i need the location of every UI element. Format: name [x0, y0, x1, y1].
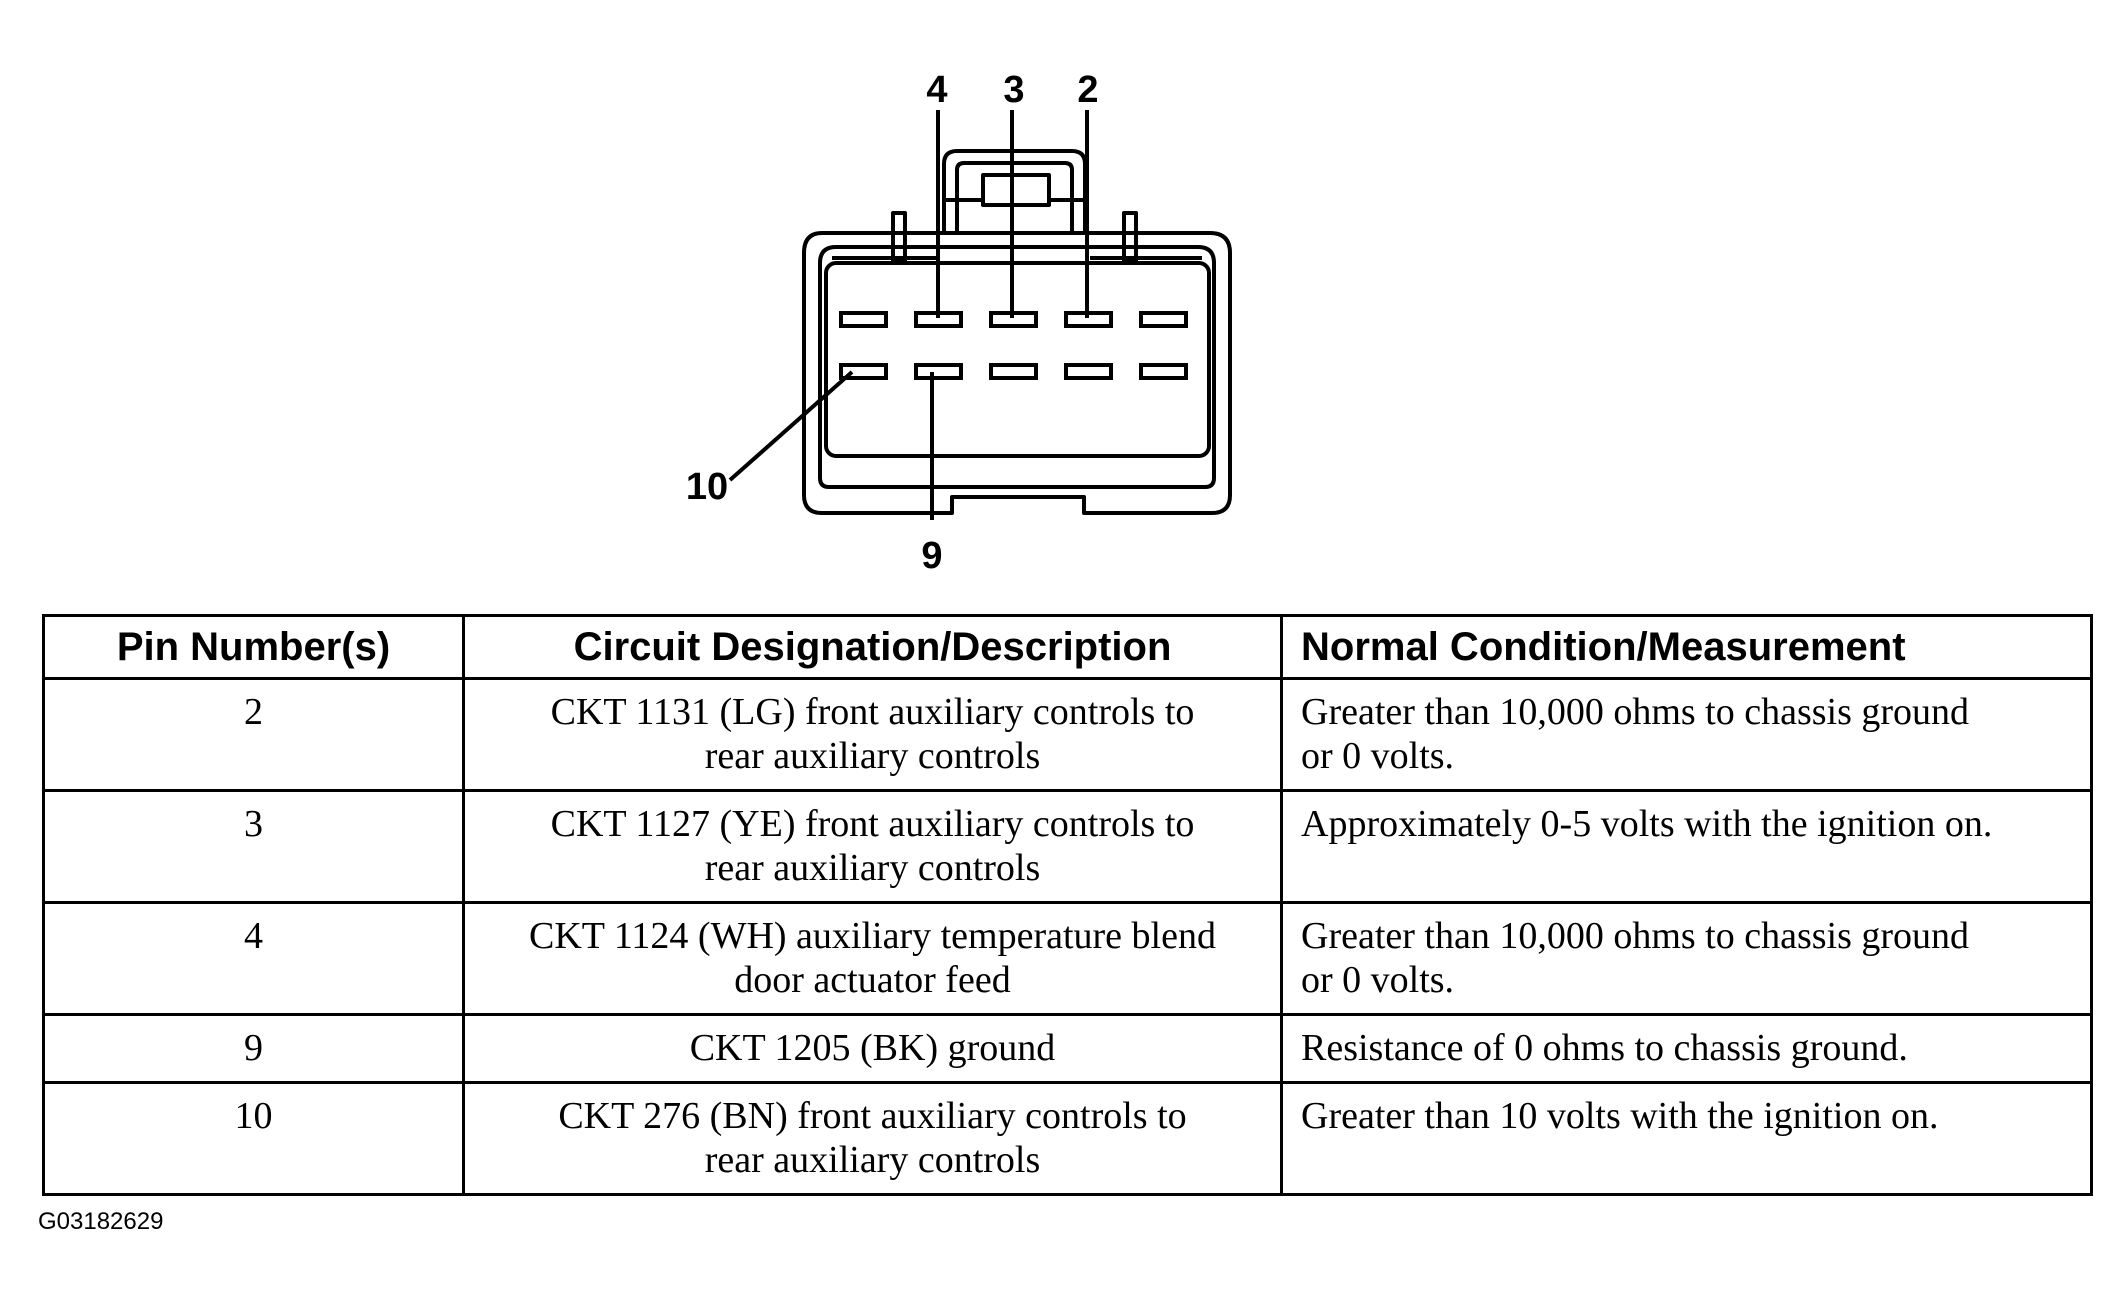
pin-label-3: 3: [1003, 69, 1024, 111]
condition-line: Approximately 0-5 volts with the ignitio…: [1301, 803, 1993, 845]
circuit-line: CKT 276 (BN) front auxiliary controls to: [558, 1095, 1187, 1137]
connector-diagram: 4 3 2 10 9: [686, 69, 1232, 577]
table-header-row: Pin Number(s) Circuit Designation/Descri…: [42, 614, 2093, 680]
pin-slot-8: [989, 363, 1038, 380]
condition-line: Resistance of 0 ohms to chassis ground.: [1301, 1027, 1908, 1069]
circuit-line: door actuator feed: [734, 959, 1011, 1001]
circuit-line: rear auxiliary controls: [704, 735, 1041, 777]
condition-line: or 0 volts.: [1301, 959, 1455, 1001]
pin-number-cell: 10: [42, 1081, 465, 1196]
pin-slot-7: [1064, 363, 1113, 380]
circuit-line: CKT 1124 (WH) auxiliary temperature blen…: [529, 915, 1216, 957]
condition-line: Greater than 10 volts with the ignition …: [1301, 1095, 1939, 1137]
table-row: 4 CKT 1124 (WH) auxiliary temperature bl…: [42, 901, 2093, 1016]
connector-housing: [802, 231, 1232, 515]
circuit-line: rear auxiliary controls: [704, 1139, 1041, 1181]
pin-slot-9: [914, 363, 963, 380]
connector-inner-rim: [818, 245, 1216, 489]
circuit-line: CKT 1205 (BK) ground: [689, 1027, 1056, 1069]
header-pin-number: Pin Number(s): [42, 614, 465, 680]
pin-number-cell: 4: [42, 901, 465, 1016]
pin-table: Pin Number(s) Circuit Designation/Descri…: [42, 614, 2093, 1196]
pin-label-10: 10: [686, 466, 728, 508]
pin-slot-6: [1139, 363, 1188, 380]
circuit-line: CKT 1131 (LG) front auxiliary controls t…: [550, 691, 1195, 733]
connector-post-left: [891, 211, 907, 263]
pin-slot-10: [839, 363, 888, 380]
table-row: 3 CKT 1127 (YE) front auxiliary controls…: [42, 789, 2093, 904]
pin-label-9: 9: [921, 535, 942, 577]
condition-cell: Greater than 10 volts with the ignition …: [1280, 1081, 2093, 1196]
circuit-cell: CKT 276 (BN) front auxiliary controls to…: [462, 1081, 1283, 1196]
header-circuit-designation: Circuit Designation/Description: [462, 614, 1283, 680]
pin-label-4: 4: [926, 69, 947, 111]
circuit-cell: CKT 1205 (BK) ground: [462, 1013, 1283, 1084]
condition-line: Greater than 10,000 ohms to chassis grou…: [1301, 691, 1970, 733]
condition-cell: Resistance of 0 ohms to chassis ground.: [1280, 1013, 2093, 1084]
connector-lock-tab: [981, 173, 1051, 207]
pin-label-2: 2: [1077, 69, 1098, 111]
table-row: 2 CKT 1131 (LG) front auxiliary controls…: [42, 677, 2093, 792]
connector-cavity: [824, 261, 1211, 458]
leader-line-pin10: [728, 370, 854, 482]
condition-cell: Approximately 0-5 volts with the ignitio…: [1280, 789, 2093, 904]
connector-latch: [942, 149, 1087, 235]
pin-number-cell: 9: [42, 1013, 465, 1084]
pin-slot-1: [1139, 311, 1188, 328]
condition-line: Greater than 10,000 ohms to chassis grou…: [1301, 915, 1970, 957]
circuit-cell: CKT 1127 (YE) front auxiliary controls t…: [462, 789, 1283, 904]
pin-number-cell: 3: [42, 789, 465, 904]
pin-number-cell: 2: [42, 677, 465, 792]
circuit-line: CKT 1127 (YE) front auxiliary controls t…: [550, 803, 1195, 845]
pin-slot-5: [839, 311, 888, 328]
header-normal-condition: Normal Condition/Measurement: [1280, 614, 2093, 680]
condition-line: or 0 volts.: [1301, 735, 1455, 777]
table-row: 10 CKT 276 (BN) front auxiliary controls…: [42, 1081, 2093, 1196]
figure-id: G03182629: [38, 1208, 164, 1235]
condition-cell: Greater than 10,000 ohms to chassis grou…: [1280, 677, 2093, 792]
table-row: 9 CKT 1205 (BK) ground Resistance of 0 o…: [42, 1013, 2093, 1084]
condition-cell: Greater than 10,000 ohms to chassis grou…: [1280, 901, 2093, 1016]
circuit-cell: CKT 1124 (WH) auxiliary temperature blen…: [462, 901, 1283, 1016]
circuit-line: rear auxiliary controls: [704, 847, 1041, 889]
connector-post-right: [1122, 211, 1138, 263]
circuit-cell: CKT 1131 (LG) front auxiliary controls t…: [462, 677, 1283, 792]
connector-latch-inner: [955, 161, 1074, 235]
